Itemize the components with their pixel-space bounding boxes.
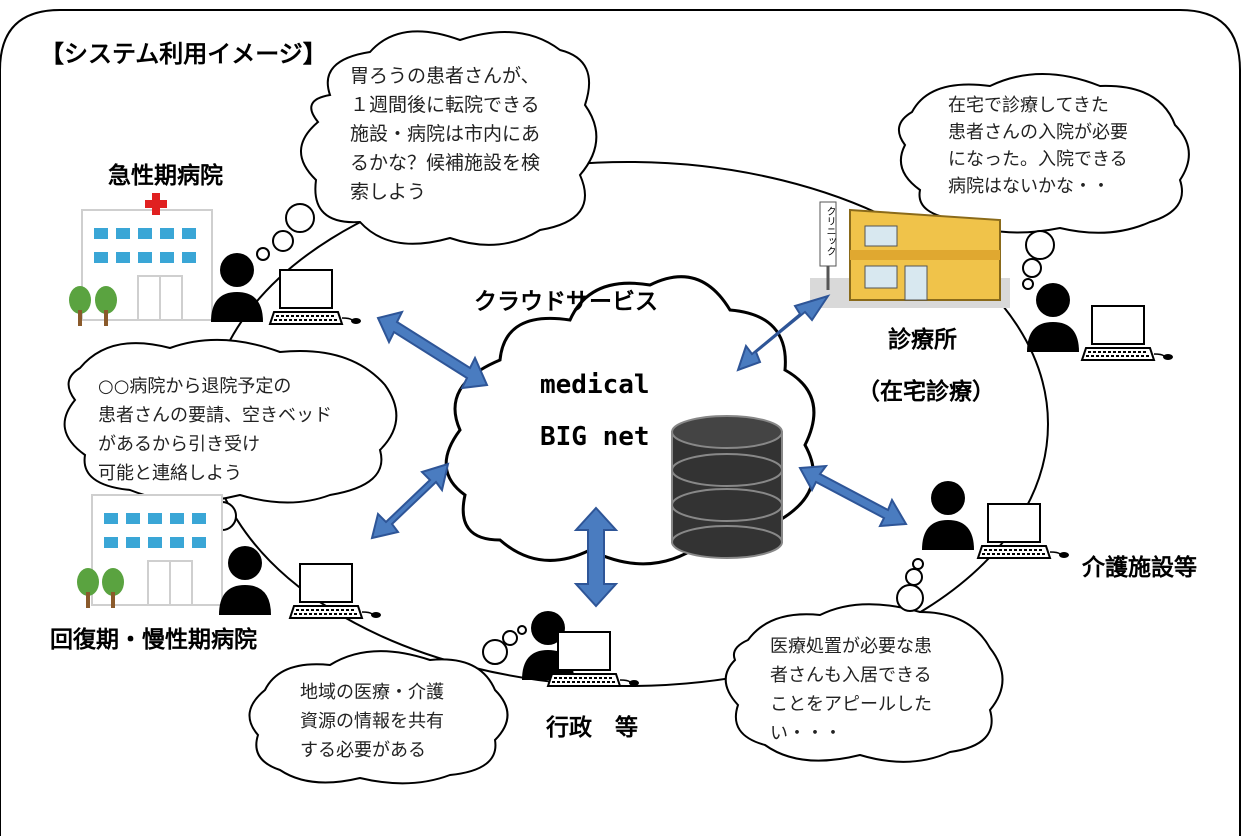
thought-bubble-clinic bbox=[897, 73, 1190, 290]
thought-bubble-care bbox=[724, 558, 1004, 763]
laptop-icon bbox=[977, 503, 1070, 559]
thought-bubble-acute bbox=[256, 30, 598, 261]
laptop-icon bbox=[1081, 305, 1174, 361]
connection-arrows bbox=[370, 294, 908, 608]
clinic-sublabel: （在宅診療） bbox=[857, 379, 995, 405]
red-cross-icon bbox=[145, 193, 167, 215]
bubble-text-acute: 胃ろうの患者さんが、１週間後に転院できる施設・病院は市内にあるかな？候補施設を検… bbox=[350, 65, 541, 203]
bubble-text-clinic: 在宅で診療してきた患者さんの入院が必要になった。入院できる病院はないかな・・ bbox=[948, 95, 1128, 197]
recovery-hospital-label: 回復期・慢性期病院 bbox=[50, 627, 257, 653]
clinic-building bbox=[810, 201, 1010, 308]
outer-frame bbox=[0, 9, 1241, 836]
laptop-icon bbox=[547, 631, 640, 687]
page-title: 【システム利用イメージ】 bbox=[40, 40, 327, 68]
system-name-line1: medical bbox=[540, 370, 650, 400]
laptop-icon bbox=[269, 269, 362, 325]
user-clinic bbox=[1027, 283, 1079, 352]
clinic-sign: クリニック bbox=[824, 206, 835, 256]
bubble-text-recovery: ○○病院から退院予定の患者さんの要請、空きベッドがあるから引き受け可能と連絡しよ… bbox=[98, 376, 332, 484]
government-label: 行政 等 bbox=[546, 715, 638, 741]
bubble-text-government: 地域の医療・介護資源の情報を共有する必要がある bbox=[300, 682, 444, 761]
care-facility-label: 介護施設等 bbox=[1082, 555, 1197, 581]
laptop-icon bbox=[289, 563, 382, 619]
system-name-line2: BIG net bbox=[540, 422, 650, 452]
bubble-text-care: 医療処置が必要な患者さんも入居できることをアピールしたい・・・ bbox=[770, 636, 932, 744]
database-icon bbox=[671, 415, 783, 559]
user-recovery bbox=[219, 546, 271, 615]
clinic-label: 診療所 bbox=[888, 327, 957, 353]
user-acute bbox=[211, 253, 263, 322]
thought-bubble-government bbox=[248, 625, 527, 785]
acute-hospital-label: 急性期病院 bbox=[108, 163, 223, 189]
user-care bbox=[922, 481, 974, 550]
cloud-label: クラウドサービス bbox=[474, 289, 658, 315]
